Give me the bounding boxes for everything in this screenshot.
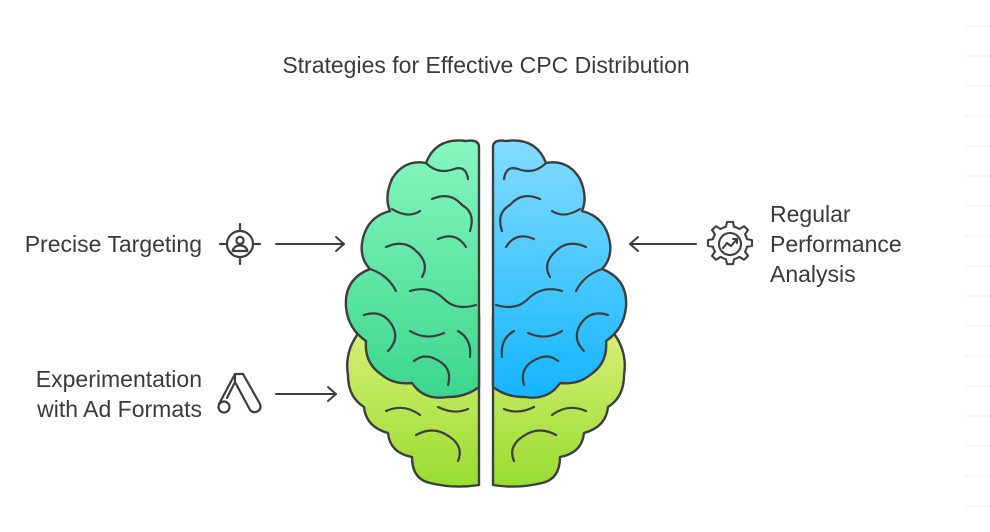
google-ads-icon xyxy=(217,372,262,414)
strategy-label-experimentation: Experimentation with Ad Formats xyxy=(10,364,202,424)
strategy-label-precise-targeting: Precise Targeting xyxy=(24,231,202,257)
strategy-label-line: Experimentation xyxy=(35,366,202,392)
edge-guide-lines xyxy=(964,25,990,507)
target-user-icon xyxy=(218,222,262,266)
brain-illustration xyxy=(344,139,628,488)
strategy-label-line: Performance xyxy=(770,231,902,257)
arrow-right-experimentation xyxy=(275,386,337,402)
arrow-right-precise xyxy=(275,236,345,252)
strategy-label-line: Analysis xyxy=(770,261,856,287)
diagram-title: Strategies for Effective CPC Distributio… xyxy=(282,52,690,78)
arrow-left-regular-analysis xyxy=(629,236,697,252)
strategy-label-line: Regular xyxy=(770,201,851,227)
gear-chart-icon xyxy=(706,220,754,266)
strategy-label-line: with Ad Formats xyxy=(37,396,202,422)
strategy-label-regular-analysis: Regular Performance Analysis xyxy=(770,199,970,289)
